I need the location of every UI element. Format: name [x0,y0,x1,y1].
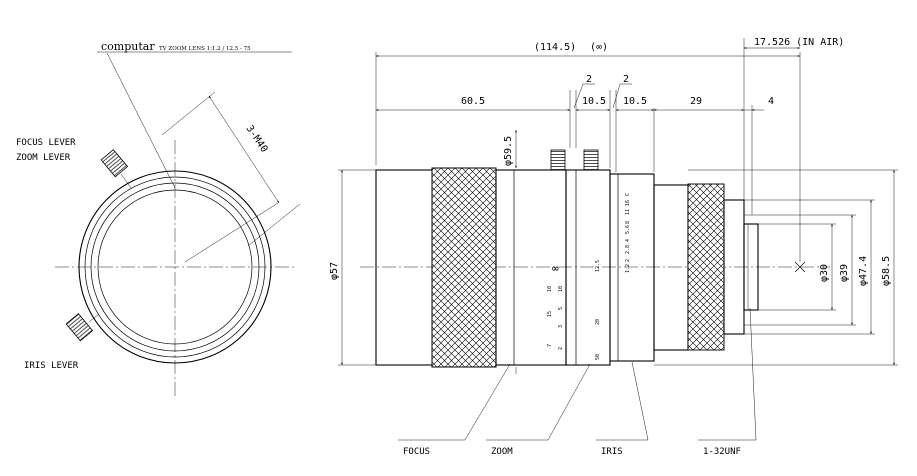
callout-iris: IRIS [601,447,623,457]
zoom-callout-leader [547,363,591,441]
front-outer-ring [78,170,272,364]
zoom-mark-50: 50 [595,354,601,360]
iris-mark-c: C [625,193,631,196]
dim-dia-57: φ57 [329,262,340,280]
iris-mark-2-8: 2.8 [625,245,631,254]
iris-lever-stem [88,313,100,323]
focus-mark-10: 10 [547,286,553,292]
front-ring-3 [90,182,260,352]
front-view: computar TV ZOOM LENS 1:1.2 / 12.5 - 75 … [16,40,301,398]
iris-mark-8: 8 [625,221,631,224]
rear-grip-ring [687,183,725,351]
focus-distance-scale: ∞ 10 15 7 10 5 3 2 [547,262,564,350]
dim-total-infinity: (∞) [590,42,608,53]
focal-point-icon [794,261,806,273]
iris-mark-11: 11 [625,209,631,215]
front-barrel [375,169,435,366]
dim-total-length: (114.5) [534,42,576,53]
iris-lever-knob [65,313,94,342]
focus-infinity-mark: ∞ [552,262,559,275]
zoom-ring [565,169,611,366]
iris-mark-4: 4 [625,239,631,242]
iris-ring [609,173,655,362]
side-view: ∞ 10 15 7 10 5 3 2 12.5 20 50 C 16 11 8 … [329,37,898,457]
focus-mark-7: 7 [547,344,553,347]
front-ring-4 [97,189,253,345]
focus-lever-knob [100,149,129,178]
focus-mark-r10: 10 [558,286,564,292]
focus-lever-stem [120,173,132,189]
dim-gap-a: 2 [586,74,592,85]
screw-ext-b [247,203,301,247]
callout-zoom: ZOOM [491,447,513,457]
iris-mark-5-6: 5.6 [625,225,631,234]
focus-lever-label: FOCUS LEVER [16,138,76,148]
iris-mark-16: 16 [625,200,631,206]
callout-mount-thread: 1-32UNF [703,447,741,457]
screw-leader-a [184,202,279,263]
screw-ext-a [161,91,216,136]
mount-callout-leader [749,307,757,441]
focus-callout-leader [464,363,511,441]
dim-10-5-a: 10.5 [582,96,606,107]
dim-10-5-b: 10.5 [623,96,647,107]
zoom-mark-12-5: 12.5 [595,260,601,272]
focus-mark-2: 2 [558,347,564,350]
dim-dia-30: φ30 [819,264,830,282]
screw-dimension-label: 3-M40 [244,124,270,155]
focus-mark-5: 5 [558,307,564,310]
dim-dia-47-4: φ47.4 [858,256,869,286]
c-mount-thread [743,223,759,311]
dim-dia-59-5: φ59.5 [503,136,514,166]
side-zoom-knob [550,149,566,171]
dim-29: 29 [690,96,702,107]
front-ring-2 [84,176,266,358]
focus-mark-15: 15 [547,311,553,317]
zoom-focal-scale: 12.5 20 50 [595,260,601,360]
iris-mark-2: 2 [625,259,631,262]
rear-body [653,184,689,351]
dim-dia-58-5: φ58.5 [881,256,892,286]
dim-back-focus: 17.526 (IN AIR) [754,37,844,48]
product-label-leader [106,52,176,189]
dim-gap-b-leader [612,83,621,109]
dim-4: 4 [768,96,774,107]
screw-dimension-line [208,95,280,204]
product-brand: computar [101,40,155,53]
iris-mark-1-2: 1.2 [625,264,631,273]
focus-knurl-ring [431,167,497,368]
focus-mark-3: 3 [558,325,564,328]
product-model: TV ZOOM LENS 1:1.2 / 12.5 - 75 [159,46,251,52]
iris-lever-label: IRIS LEVER [24,361,79,371]
dim-60-5: 60.5 [461,96,485,107]
iris-callout-leader [631,361,649,441]
dim-dia-39: φ39 [839,264,850,282]
zoom-mark-20: 20 [595,319,601,325]
side-iris-knob [583,149,599,171]
callout-focus: FOCUS [403,447,430,457]
dim-gap-b: 2 [623,74,629,85]
dim-gap-a-leader [573,83,584,109]
zoom-lever-label: ZOOM LEVER [16,153,71,163]
iris-fstop-scale: C 16 11 8 5.6 4 2.8 2 1.2 [625,193,631,273]
